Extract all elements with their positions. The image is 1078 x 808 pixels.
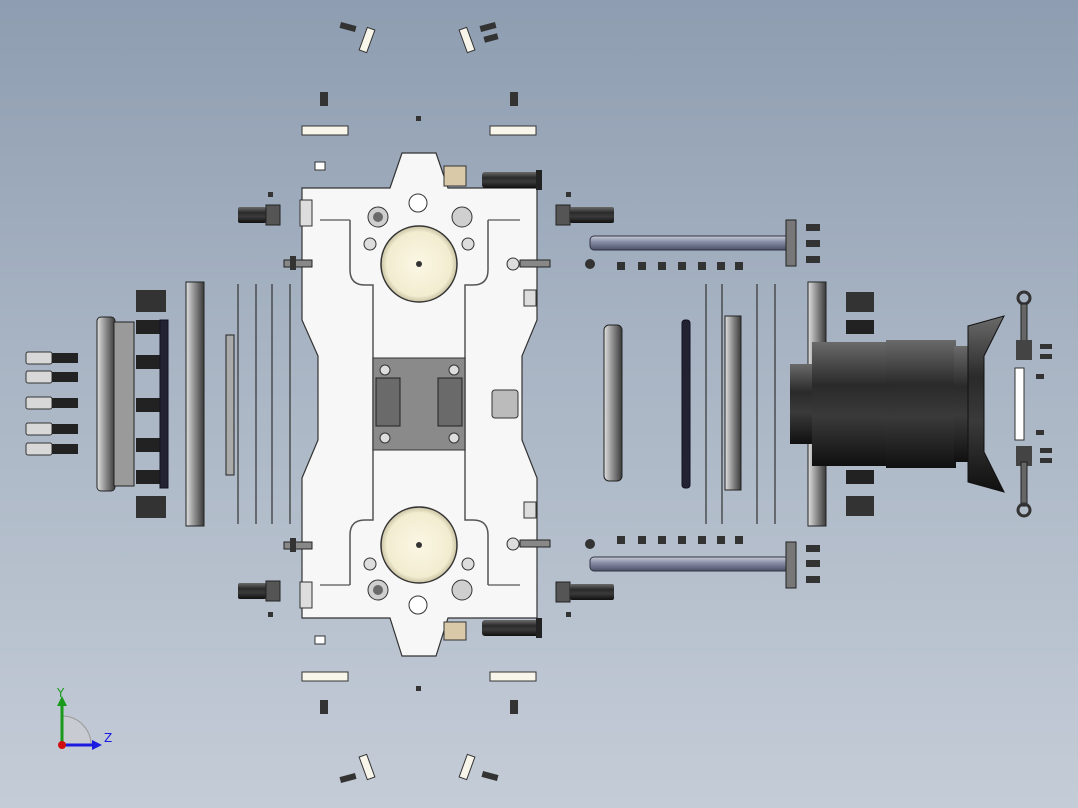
nut-rows[interactable] (585, 259, 743, 549)
linkage-arm[interactable] (1014, 290, 1052, 518)
stud-left-bottom[interactable] (238, 580, 281, 602)
side-clamps[interactable] (283, 256, 551, 552)
left-shims[interactable] (237, 284, 291, 524)
stud-left-top[interactable] (238, 204, 281, 226)
orientation-triad-icon (57, 696, 102, 750)
guide-pin-top[interactable] (482, 170, 542, 190)
right-seal-rings[interactable] (603, 315, 742, 491)
tie-rod-bottom[interactable] (589, 541, 820, 589)
left-flange[interactable] (185, 281, 235, 527)
hydraulic-cylinder[interactable] (790, 315, 1005, 493)
tie-rod-top[interactable] (589, 219, 820, 267)
left-end-cap[interactable] (96, 316, 135, 492)
bottom-hardware[interactable] (268, 612, 571, 783)
guide-pin-bottom[interactable] (482, 618, 542, 638)
stud-right-bottom[interactable] (555, 581, 614, 603)
right-bolt-column[interactable] (846, 292, 874, 516)
stud-right-top[interactable] (555, 204, 614, 226)
y-axis-label: Y (57, 686, 65, 700)
z-axis-label: Z (104, 731, 113, 745)
main-frame-plate[interactable] (299, 152, 538, 657)
top-hardware[interactable] (268, 22, 571, 197)
right-shims[interactable] (705, 284, 776, 524)
left-bolt-column[interactable] (136, 290, 169, 518)
left-cap-screws[interactable] (25, 351, 78, 456)
